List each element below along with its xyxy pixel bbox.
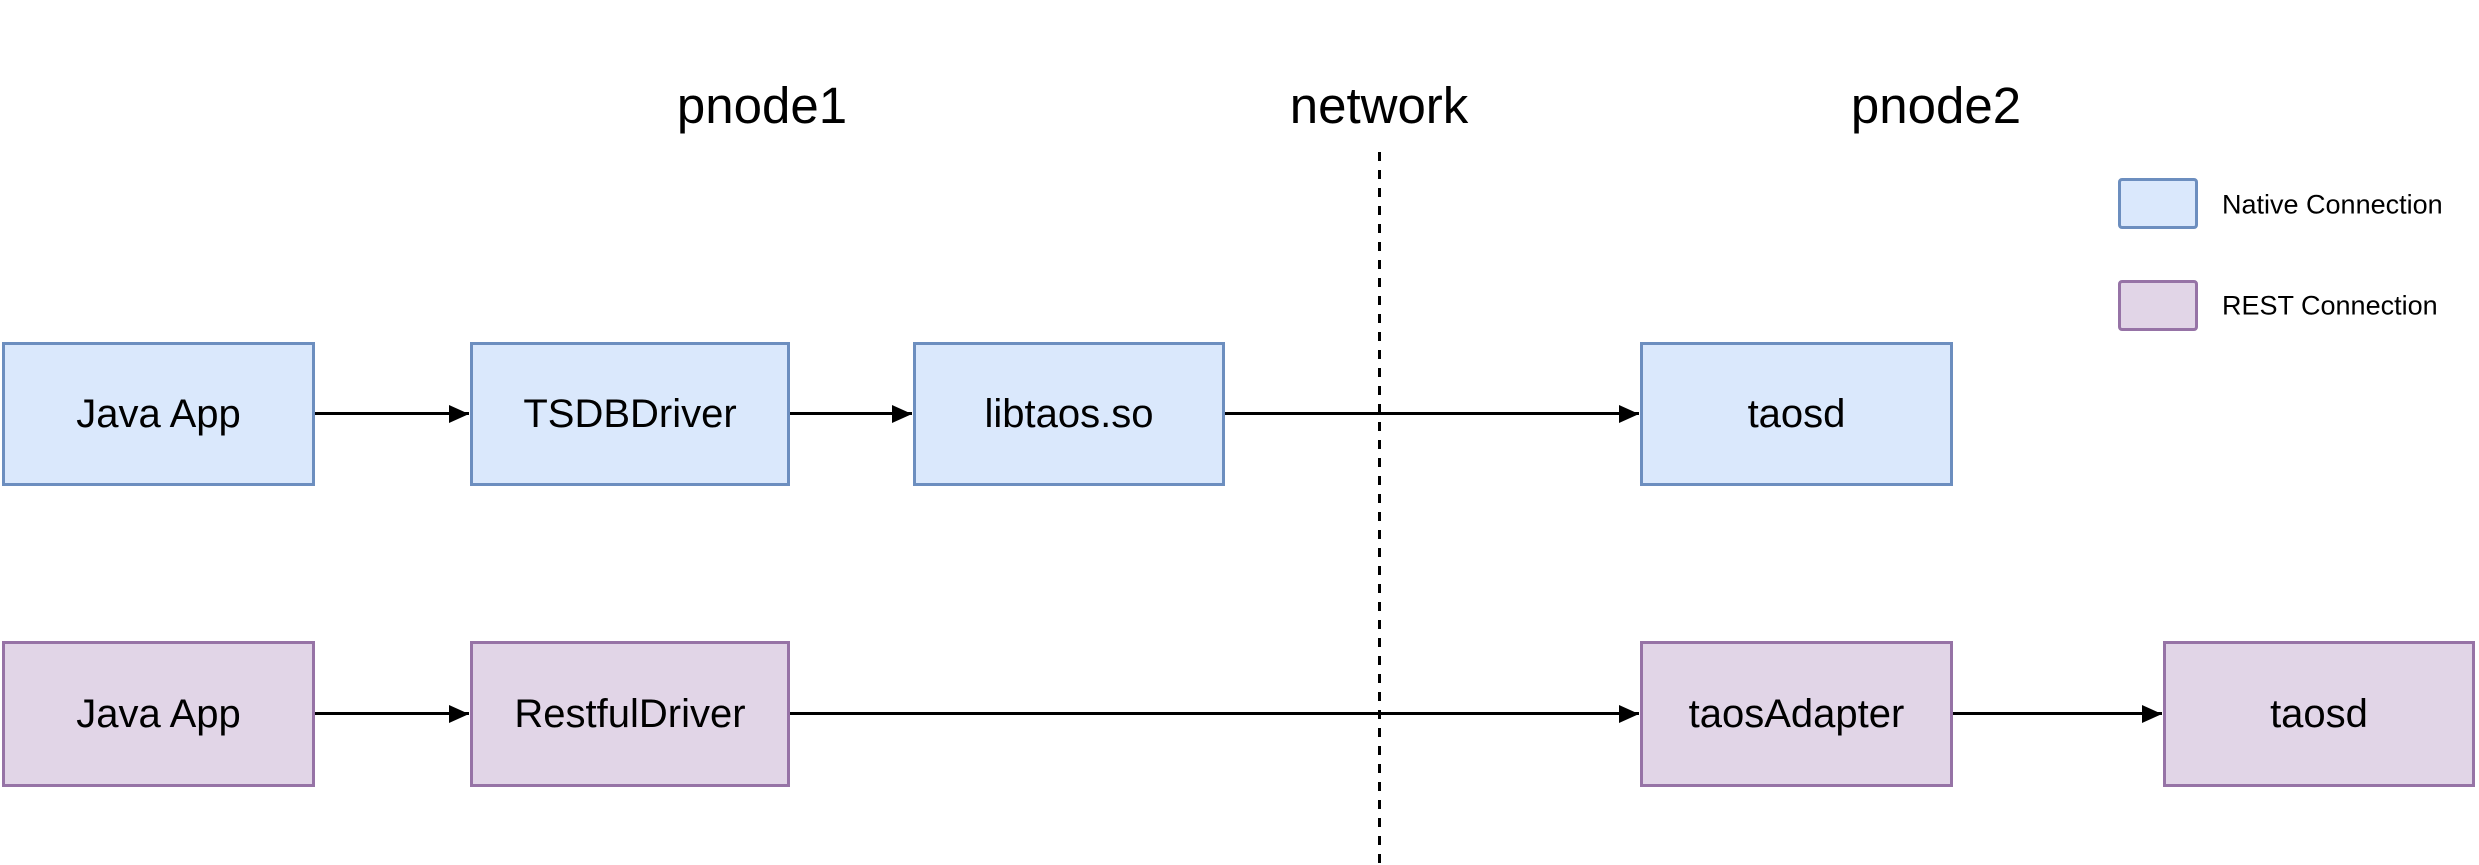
arrow-libtaos-to-taosd	[1225, 412, 1639, 415]
legend-label-rest-connection: REST Connection	[2222, 290, 2438, 321]
arrow-restfuldriver-to-taosadapter	[790, 712, 1639, 715]
arrow-javaapp-to-restfuldriver	[315, 712, 469, 715]
arrow-javaapp-to-tsdbdriver	[315, 412, 469, 415]
section-title-pnode2: pnode2	[1850, 77, 2022, 134]
legend-swatch-native-connection	[2118, 178, 2198, 229]
node-libtaos-so: libtaos.so	[913, 342, 1225, 486]
node-java-app-rest: Java App	[2, 641, 315, 787]
node-java-app-native: Java App	[2, 342, 315, 486]
arrow-taosadapter-to-taosd	[1953, 712, 2162, 715]
network-divider-line	[1378, 152, 1381, 865]
arrow-tsdbdriver-to-libtaos	[790, 412, 912, 415]
node-restfuldriver: RestfulDriver	[470, 641, 790, 787]
section-title-network: network	[1289, 77, 1469, 134]
section-title-pnode1: pnode1	[676, 77, 848, 134]
node-taosadapter: taosAdapter	[1640, 641, 1953, 787]
legend-label-native-connection: Native Connection	[2222, 189, 2443, 220]
node-tsdbdriver: TSDBDriver	[470, 342, 790, 486]
node-taosd-native: taosd	[1640, 342, 1953, 486]
node-taosd-rest: taosd	[2163, 641, 2475, 787]
legend-swatch-rest-connection	[2118, 280, 2198, 331]
